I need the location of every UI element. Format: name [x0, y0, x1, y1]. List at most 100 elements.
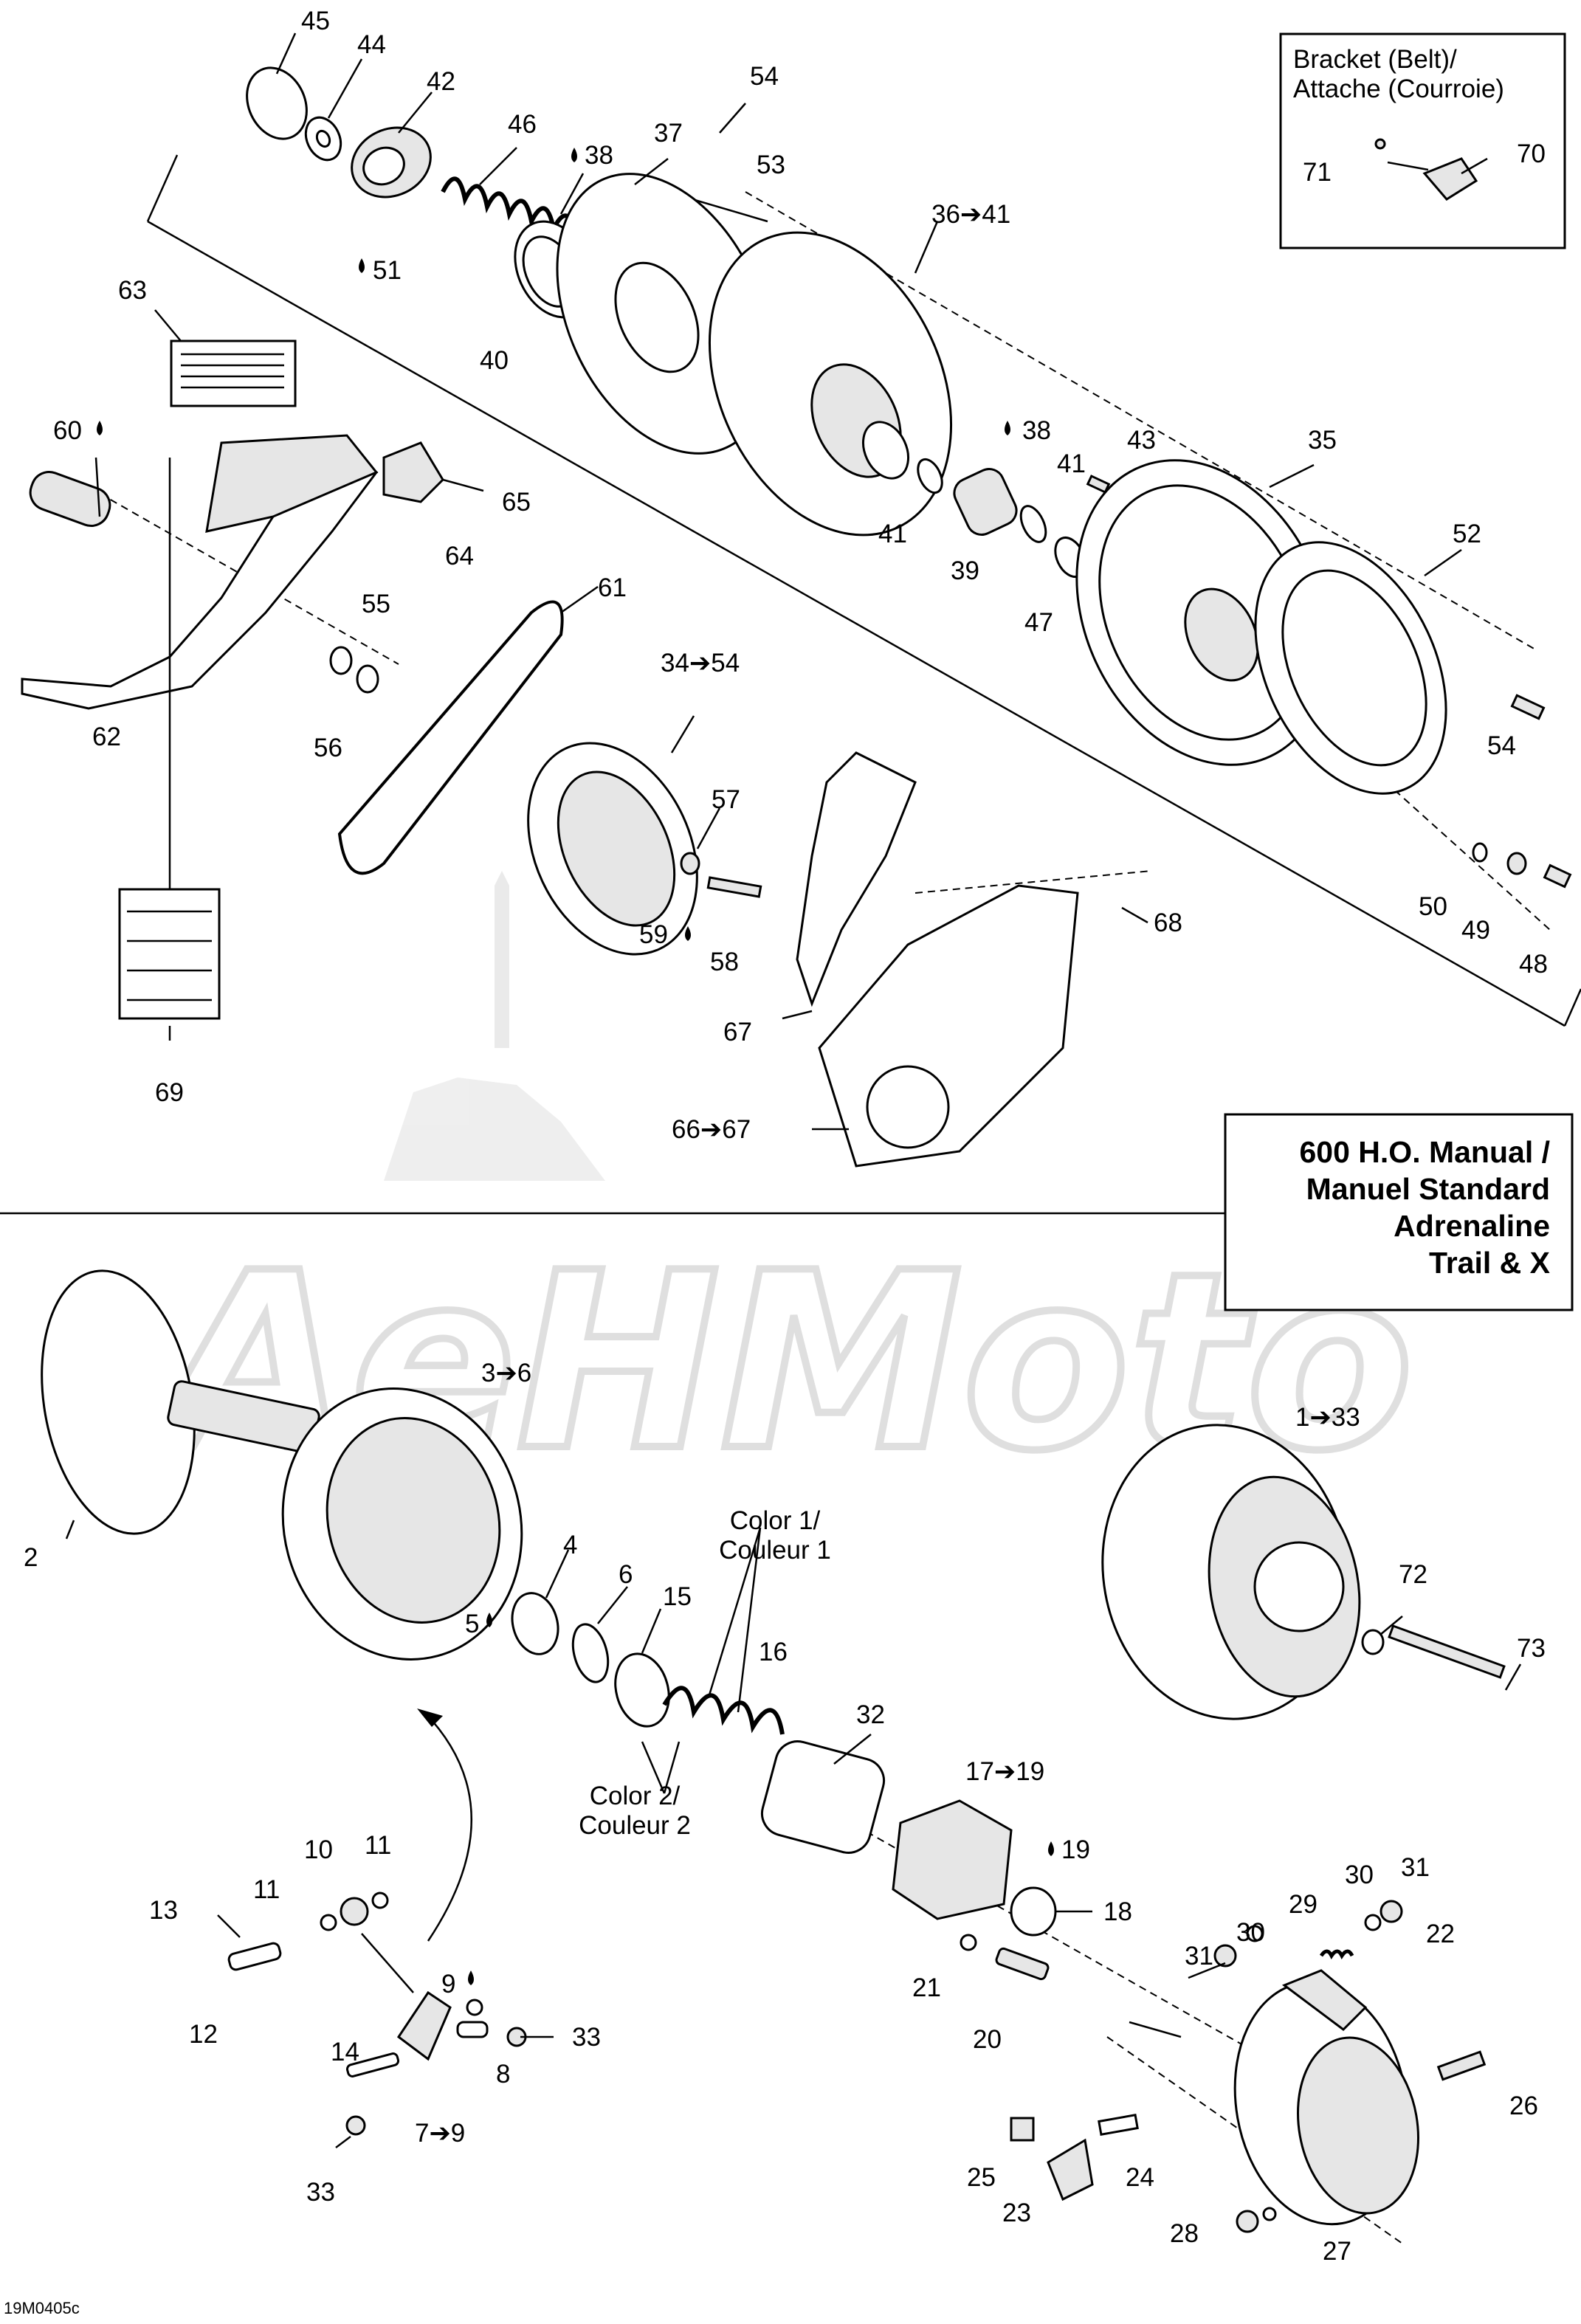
callout-52: 52	[1453, 520, 1481, 548]
part-10-roller	[340, 1897, 369, 1926]
callout-64: 64	[445, 542, 474, 570]
oil-drop-icon	[359, 258, 365, 273]
callout-38b: 38	[1022, 416, 1051, 445]
callout-44: 44	[357, 30, 386, 59]
part-64-bracket	[382, 441, 444, 503]
callout-39: 39	[951, 556, 979, 585]
color1-line2: Couleur 1	[719, 1536, 831, 1565]
part-43-key	[1086, 475, 1111, 494]
callout-71: 71	[1303, 158, 1332, 187]
part-27-washer	[1262, 2207, 1277, 2221]
callout-69: 69	[155, 1078, 184, 1107]
callout-18: 18	[1103, 1897, 1132, 1926]
callout-68: 68	[1154, 908, 1182, 937]
part-15-washer	[614, 1652, 670, 1728]
callout-11b: 11	[253, 1875, 280, 1904]
callout-45: 45	[301, 7, 330, 35]
part-56-washer	[356, 664, 379, 694]
callout-61: 61	[598, 573, 627, 602]
callout-10: 10	[304, 1835, 333, 1864]
part-48-stud	[1543, 863, 1572, 889]
part-26-bolt	[1436, 2050, 1487, 2081]
part-14-pin	[345, 2052, 400, 2078]
callout-57: 57	[712, 785, 740, 814]
part-20-bolt	[995, 1947, 1050, 1981]
part-9-bushing	[466, 1999, 483, 2016]
callout-65: 65	[502, 488, 531, 517]
callout-33b: 33	[306, 2178, 335, 2207]
callout-16: 16	[759, 1638, 788, 1666]
part-72-washer	[1361, 1629, 1385, 1655]
part-55-washer	[329, 646, 353, 675]
callout-9: 9	[441, 1970, 455, 1999]
callouts-bottom: 3➔6 1➔33 2 4 6 15 16 5 72 73 32 17➔19 10…	[24, 1359, 1546, 2266]
oil-drop-icon	[571, 148, 577, 162]
callout-63: 63	[118, 276, 147, 305]
color1-line1: Color 1/	[730, 1506, 821, 1535]
part-45-circlip	[246, 66, 308, 140]
callout-36-41: 36➔41	[931, 200, 1010, 229]
callout-32: 32	[856, 1700, 885, 1729]
callout-31a: 31	[1401, 1853, 1430, 1882]
part-24-bolt	[1098, 2114, 1139, 2136]
callout-55: 55	[362, 590, 390, 618]
callouts-top: 45 44 42 46 38 37 54 53 51 40 36➔41 63 6…	[53, 7, 1548, 1144]
callout-41b: 41	[878, 520, 907, 548]
callout-60: 60	[53, 416, 82, 445]
callout-2: 2	[24, 1543, 38, 1572]
callout-46: 46	[508, 110, 537, 139]
part-63-label	[170, 339, 297, 407]
color2-line1: Color 2/	[590, 1782, 681, 1810]
part-58-bolt	[706, 876, 762, 898]
callout-13: 13	[149, 1896, 178, 1925]
color2-line2: Couleur 2	[579, 1811, 691, 1840]
part-39-bushing	[953, 468, 1018, 536]
part-4-bushing	[511, 1592, 559, 1655]
part-67-insert	[796, 751, 917, 1007]
callout-26: 26	[1509, 2092, 1538, 2120]
callout-30b: 30	[1236, 1918, 1265, 1947]
bracket-title-1: Bracket (Belt)/	[1293, 45, 1457, 74]
model-line-4: Trail & X	[1429, 1246, 1550, 1280]
callout-59: 59	[639, 920, 668, 949]
callout-24: 24	[1126, 2163, 1154, 2192]
part-6-ring	[571, 1623, 610, 1683]
assembly-arrows	[361, 1708, 1182, 2038]
part-32-sleeve	[760, 1740, 886, 1854]
callout-25: 25	[967, 2163, 996, 2192]
callout-20: 20	[973, 2025, 1002, 2054]
part-41-ring	[917, 458, 943, 494]
part-12-pin	[227, 1942, 282, 1971]
callout-72: 72	[1399, 1560, 1427, 1589]
part-73-bolt	[1388, 1624, 1506, 1679]
callout-33a: 33	[572, 2023, 601, 2052]
part-23-clip	[1047, 2138, 1094, 2201]
callout-54a: 54	[750, 62, 779, 91]
bracket-title-2: Attache (Courroie)	[1293, 75, 1504, 103]
callout-31b: 31	[1185, 1942, 1213, 1970]
callout-6: 6	[619, 1560, 633, 1589]
oil-drop-icon	[97, 421, 103, 435]
callout-51: 51	[373, 256, 402, 285]
callout-41a: 41	[1057, 449, 1086, 478]
oil-drop-icon	[685, 926, 691, 941]
part-71-screw	[1374, 138, 1386, 150]
part-25-bolt	[1010, 2117, 1035, 2142]
callout-58: 58	[710, 948, 739, 976]
bracket-box	[1279, 32, 1566, 249]
part-61-belt	[337, 600, 564, 875]
callout-42: 42	[427, 67, 455, 96]
callout-53: 53	[757, 151, 785, 179]
part-31-nut	[1213, 1944, 1237, 1968]
oil-drop-icon	[486, 1613, 492, 1627]
part-57-washer	[680, 852, 700, 875]
part-16-spring	[662, 1686, 785, 1735]
model-line-1: 600 H.O. Manual /	[1300, 1135, 1551, 1169]
callout-73: 73	[1517, 1634, 1546, 1663]
callout-47: 47	[1024, 608, 1053, 637]
diagram-code: 19M0405c	[4, 2299, 80, 2317]
callout-49: 49	[1461, 916, 1490, 945]
callout-70: 70	[1517, 139, 1546, 168]
part-11-washer	[320, 1914, 337, 1931]
